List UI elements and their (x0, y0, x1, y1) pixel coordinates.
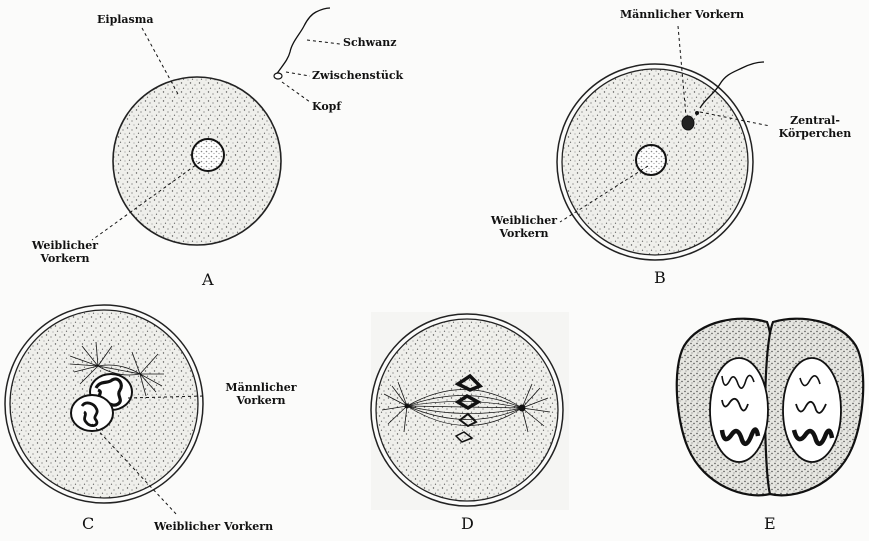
figure-e (677, 319, 863, 496)
label-zentral-line1: Zentral- (770, 114, 860, 127)
centrosome-b (695, 111, 699, 115)
label-weiblicher-a-line1: Weiblicher (30, 239, 100, 252)
label-weiblicher-a-line2: Vorkern (30, 252, 100, 265)
label-weiblicher-b-line2: Vorkern (486, 227, 562, 240)
centrosome-right-d (519, 405, 526, 412)
figure-b (557, 26, 770, 260)
zwischenstueck-pointer (286, 72, 310, 76)
figure-c (5, 305, 204, 516)
label-zentral-line2: Körperchen (770, 127, 860, 140)
label-weiblicher-c: Weiblicher Vorkern (154, 520, 273, 533)
label-maennlicher-c-line1: Männlicher (216, 381, 306, 394)
label-zwischenstueck: Zwischenstück (312, 69, 403, 82)
sperm-head-a (274, 73, 282, 79)
label-maennlicher-b: Männlicher Vorkern (620, 8, 744, 21)
caption-d: D (461, 514, 474, 533)
kopf-pointer (282, 82, 310, 102)
caption-e: E (764, 514, 776, 533)
female-pronucleus-a (192, 139, 224, 171)
label-kopf: Kopf (312, 100, 341, 113)
caption-b: B (654, 268, 666, 287)
label-eiplasma: Eiplasma (97, 13, 154, 26)
label-schwanz: Schwanz (343, 36, 396, 49)
centrosome-left-d (405, 404, 410, 409)
caption-a: A (202, 270, 214, 289)
figure-a (92, 8, 340, 245)
figure-d (371, 312, 569, 510)
male-pronucleus-b (682, 116, 694, 130)
caption-c: C (82, 514, 94, 533)
nucleus-right-e (783, 358, 841, 462)
schwanz-pointer (307, 40, 340, 44)
nucleus-left-e (710, 358, 768, 462)
label-weiblicher-b-line1: Weiblicher (486, 214, 562, 227)
label-maennlicher-c-line2: Vorkern (216, 394, 306, 407)
